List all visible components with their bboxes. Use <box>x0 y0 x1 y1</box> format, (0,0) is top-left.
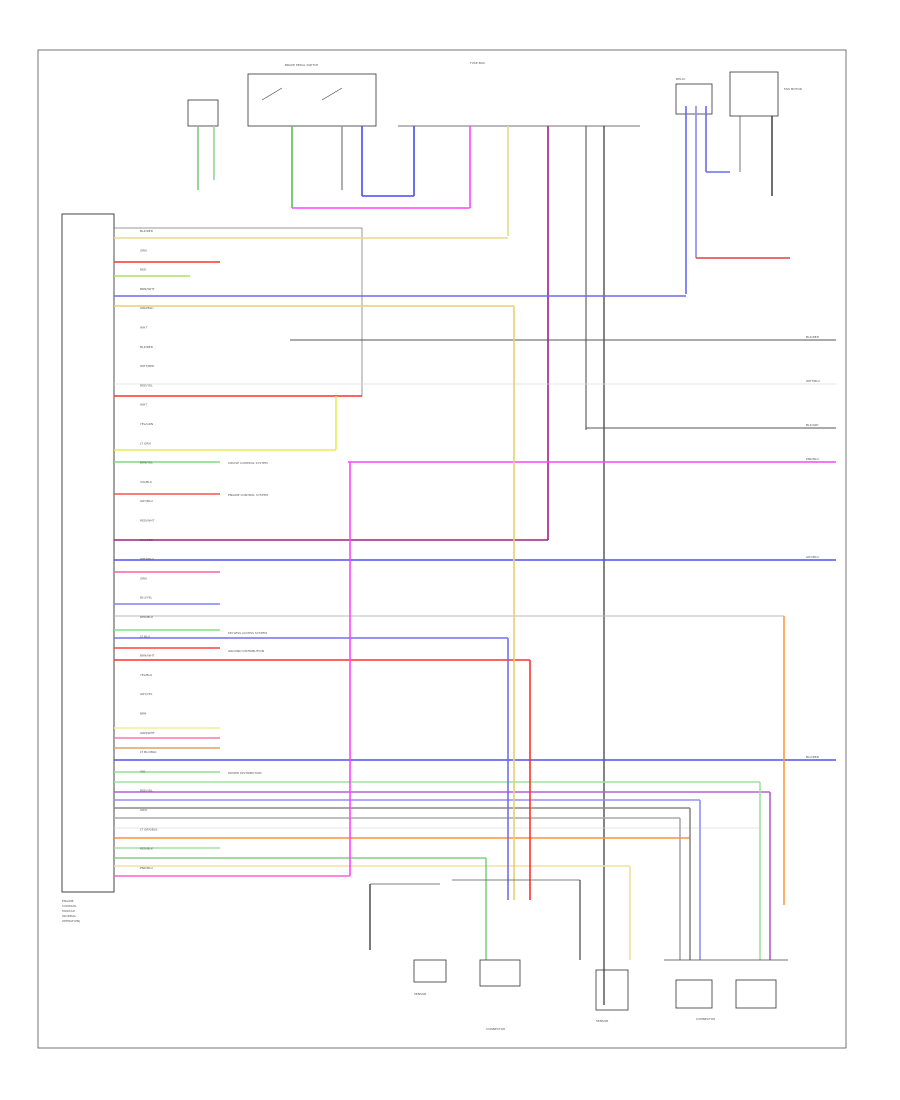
ecm-label-line-1: ENGINE <box>62 899 74 903</box>
sensor-b-box <box>595 969 629 1011</box>
brake-switch-label: BRAKE PEDAL SWITCH <box>285 63 318 67</box>
ecm-pin-label: PNK/BLU <box>140 866 153 870</box>
ecm-label-line-5: OPERATION) <box>62 919 80 923</box>
cross-reference-note: ENGINE CONTROL SYSTEM <box>228 493 268 497</box>
ecm-pin-label: GRN/WHT <box>140 731 155 735</box>
cross-reference-note: KEYLESS ACCESS SYSTEM <box>228 631 267 635</box>
right-edge-label: WHT/BLU <box>806 379 820 383</box>
bottom-left-connector-box <box>479 959 521 987</box>
brake-switch-contact-2 <box>321 87 343 101</box>
right-edge-label: PNK/BLU <box>806 457 819 461</box>
ecm-pin-label: BLU/RED <box>140 538 154 542</box>
ecm-module-box <box>61 213 115 893</box>
ecm-pin-label: LT GRN <box>140 441 151 445</box>
bottom-right-connector-box <box>735 979 777 1009</box>
sensor-c-box <box>675 979 713 1009</box>
right-edge-label: BLK/GRY <box>806 423 819 427</box>
ecm-pin-label: VIO <box>140 769 146 773</box>
ecm-pin-label: WHT/BLU <box>140 557 154 561</box>
ecm-pin-label: LT BLU <box>140 634 150 638</box>
ecm-pin-label: BRN/WHT <box>140 287 155 291</box>
cross-reference-note: POWER DISTRIBUTION <box>228 771 262 775</box>
ecm-pin-label: YEL/GRN <box>140 422 153 426</box>
brake-switch-contact <box>261 87 283 101</box>
ecm-pin-label: RED/YEL <box>140 383 153 387</box>
ecm-pin-label: RED/BLU <box>140 615 153 619</box>
ecm-pin-label: BRN <box>140 712 146 716</box>
ecm-pin-label: BLK/RED <box>140 229 154 233</box>
top-fuse-box-label: FUSE BOX <box>470 61 485 65</box>
vertical-trunk-wires <box>335 306 785 960</box>
fan-motor-label: FAN MOTOR <box>784 87 802 91</box>
ecm-pin-label: LT BLU/BLK <box>140 750 158 754</box>
ecm-pin-label: WHT <box>140 403 147 407</box>
sensor-a-label: SENSOR <box>414 992 426 996</box>
relay-label: RELAY <box>676 77 686 81</box>
harness-subbox <box>113 227 363 397</box>
right-edge-label: BLU/RED <box>806 755 820 759</box>
right-edge-label: BLK/RED <box>806 335 820 339</box>
ecm-pin-label: LT GRN/BLK <box>140 827 158 831</box>
ecm-pin-label: RED/BLK <box>140 847 154 851</box>
diagram-frame <box>37 49 847 1049</box>
ecm-label-line-2: CONTROL <box>62 904 77 908</box>
ecm-label-line-4: (NORMAL <box>62 914 77 918</box>
ecm-pin-label: WHT <box>140 326 147 330</box>
ecm-pin-label: BRN/WHT <box>140 654 155 658</box>
ecm-pin-label: GRY/BLU <box>140 499 153 503</box>
fan-motor-box <box>729 71 779 117</box>
bottom-right-connector-label: CONNECTOR <box>696 1017 715 1021</box>
ecm-pin-label: GRN <box>140 576 147 580</box>
ecm-pin-label: BLK/RED <box>140 345 154 349</box>
ecm-pin-label: RED/YEL <box>140 789 153 793</box>
ecm-pin-label: WHT/RED <box>140 364 155 368</box>
right-edge-label: GRY/BLU <box>806 555 819 559</box>
ecm-pin-label: YEL/BLU <box>140 673 152 677</box>
brake-switch-box <box>247 73 377 127</box>
ecm-pin-label: GRN/BLU <box>140 306 153 310</box>
sensor-b-label: SENSOR <box>596 1019 608 1023</box>
sensor-a-box <box>413 959 447 983</box>
ecm-pin-label: BLU/YEL <box>140 596 153 600</box>
left-switch-box <box>187 99 219 127</box>
ecm-pin-label: VIO/BLK <box>140 480 153 484</box>
ecm-pin-label: RED/WHT <box>140 519 155 523</box>
ecm-module-label: ENGINE CONTROL MODULE (NORMAL OPERATION) <box>62 899 80 923</box>
ecm-pin-label: GRN <box>140 248 147 252</box>
top-vertical-wires <box>197 106 790 1005</box>
ecm-pin-label: ORN <box>140 808 147 812</box>
ecm-pin-label: GRY/YEL <box>140 692 153 696</box>
bottom-left-connector-label: CONNECTOR <box>486 1027 505 1031</box>
cross-reference-note: CRUISE CONTROL SYSTEM <box>228 461 268 465</box>
ecm-pin-label: BRN/YEL <box>140 461 153 465</box>
cross-reference-note: GROUND DISTRIBUTION <box>228 649 264 653</box>
ecm-label-line-3: MODULE <box>62 909 75 913</box>
ecm-pin-label: RED <box>140 268 147 272</box>
ecm-horizontal-wires <box>114 237 836 877</box>
relay-box <box>675 83 713 115</box>
